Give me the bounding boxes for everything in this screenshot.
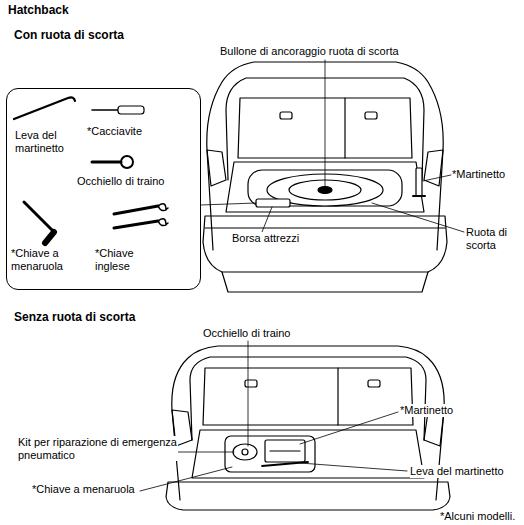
part-label: *Alcuni modelli. [440,510,515,523]
part-label: Leva del martinetto [410,465,504,478]
leader-line [372,203,464,232]
headrest-slot [280,112,292,119]
leader-line [300,463,407,471]
tool-label: Occhiello di traino [77,175,197,188]
spanner-jaw [158,219,168,226]
repair-kit [233,444,257,460]
leader-line [423,175,451,181]
tool-bag [256,199,290,207]
spanner-jaw [158,204,168,211]
lug-wrench-socket [45,232,54,243]
seat-divider [337,368,338,425]
headrest-slot [368,380,380,387]
bumper [203,216,447,272]
spanner [114,206,158,214]
storage-well [225,436,315,472]
leader-line [300,412,398,444]
bumper-lower [222,272,428,292]
part-label: *Martinetto [452,168,505,181]
jack-screw [270,450,300,451]
headrest-slot [245,380,257,387]
trunk-floor [192,430,424,478]
spanner [114,221,158,228]
part-label: Kit per riparazione di emergenza pneumat… [18,436,178,461]
jack [265,440,305,462]
leader-line [248,341,249,446]
part-label: Borsa attrezzi [232,232,299,245]
screwdriver-handle [118,106,144,114]
seat-back [203,368,413,425]
repair-kit-cap [242,449,248,455]
part-label: *Chiave a menaruola [32,483,135,496]
tool-inset: Leva del martinetto *CacciaviteOcchiello … [6,88,201,290]
seat-divider [344,98,345,158]
part-label: Ruota di scorta [466,226,516,251]
section-heading: Senza ruota di scorta [14,311,135,325]
hatch-opening [190,357,426,440]
tow-eye-ring [121,156,133,168]
part-label: *Martinetto [400,404,453,417]
screwdriver-shaft [92,109,118,111]
tool-label: *Cacciavite [87,125,177,138]
tool-label: *Chiave inglese [95,247,151,272]
heading: Hatchback [8,4,69,18]
jack-lever [262,462,308,466]
leader-line [201,203,256,205]
leader-line [262,207,272,232]
tail-light [207,150,226,186]
bumper [166,482,450,510]
jack [416,168,422,196]
leader-line [172,452,234,453]
part-label: Occhiello di traino [203,327,290,340]
section-heading: Con ruota di scorta [14,29,124,43]
tail-light [424,150,443,186]
bumper-line [205,227,445,228]
lug-wrench-bar [24,202,54,232]
tow-eye-shaft [92,161,121,164]
tool-label: Leva del martinetto [15,129,75,154]
leader-line [140,467,232,491]
headrest-slot [365,112,377,119]
jack-base [413,195,425,197]
jack-lever [14,97,75,119]
tool-label: *Chiave a menaruola [11,247,73,272]
leader-line [325,60,326,188]
part-label: Bullone di ancoraggio ruota di scorta [220,45,399,58]
car-body [172,346,444,500]
